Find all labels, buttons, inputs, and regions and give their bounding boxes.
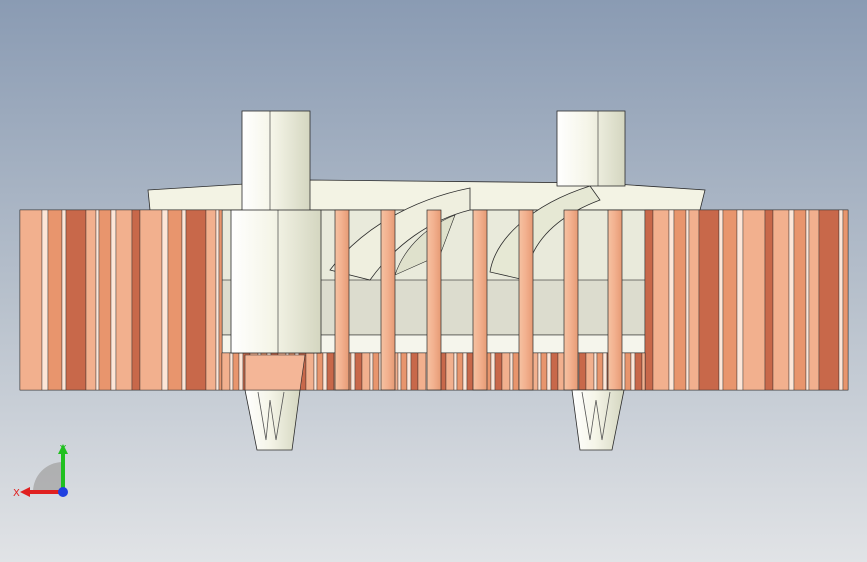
- mounting-post-left: [230, 110, 322, 451]
- copper-fin: [607, 209, 623, 391]
- copper-fin-block-left: [19, 209, 223, 391]
- copper-fin: [563, 209, 579, 391]
- copper-fin-array: [334, 209, 623, 391]
- copper-fin: [334, 209, 350, 391]
- triad-plane-icon: [33, 462, 63, 492]
- copper-fin-block-right: [644, 209, 849, 391]
- copper-fin: [380, 209, 396, 391]
- x-axis-label: X: [13, 488, 20, 499]
- z-axis-dot-icon: [58, 487, 68, 497]
- copper-fin: [518, 209, 534, 391]
- copper-fin: [426, 209, 442, 391]
- y-axis-label: Y: [59, 444, 67, 455]
- copper-fin: [472, 209, 488, 391]
- mounting-post-right: [556, 110, 626, 451]
- axis-triad: Y X: [13, 444, 68, 499]
